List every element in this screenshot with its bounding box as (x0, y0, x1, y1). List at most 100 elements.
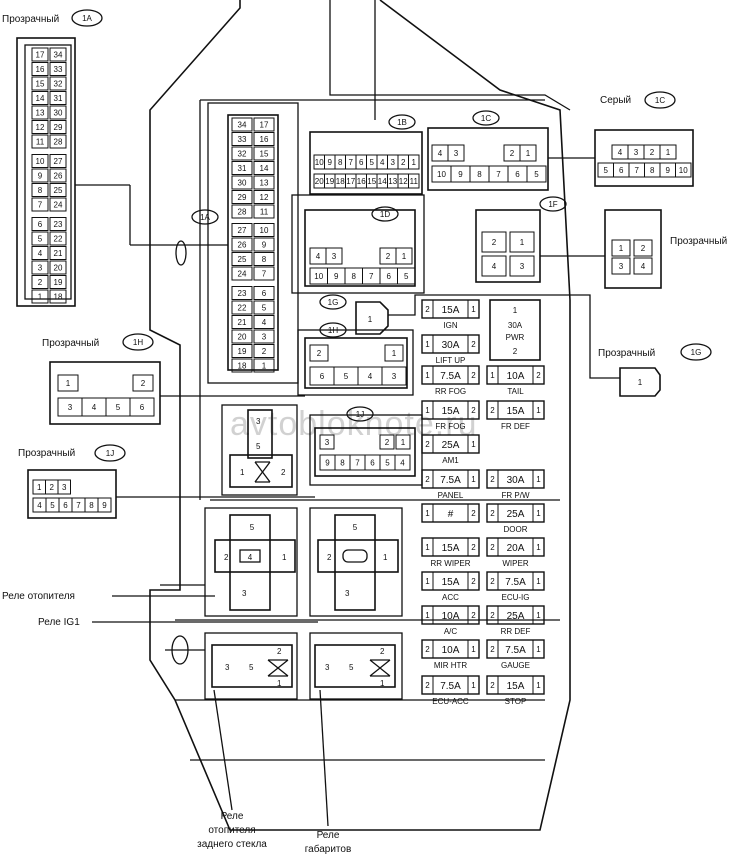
fuse-pin-right-box (467, 365, 480, 385)
fuse-pin-left: 2 (425, 645, 430, 654)
conn-1a-ext-pin-cell (49, 289, 67, 304)
conn-right-title: Прозрачный (670, 236, 727, 247)
relay-small-diode (254, 461, 271, 483)
fuse-pin-right-box (467, 503, 480, 523)
conn-1d-pin: 7 (369, 272, 374, 281)
housing-hole-2 (175, 240, 187, 266)
conn-1d-pin: 9 (334, 272, 339, 281)
conn-1a-ext-pin-cell (49, 260, 67, 275)
conn-1j-box-pin: 7 (355, 459, 360, 468)
conn-1a-ext-pin-cell (49, 197, 67, 212)
conn-1a-box-pin: 5 (262, 304, 267, 313)
conn-1a-ext-pin-cell (31, 260, 49, 275)
relay-heater-core (239, 549, 261, 563)
conn-g-code-badge: 1G (680, 343, 712, 361)
conn-1b-pin: 6 (359, 158, 364, 167)
fuse-name: TAIL (507, 387, 524, 396)
relay-ig1-pin-1: 1 (383, 553, 388, 562)
conn-1j-ext-pin: 4 (37, 501, 42, 510)
conn-1h-box-pin-cell (381, 366, 407, 386)
conn-1j-box-pin-cell (379, 434, 395, 450)
relay-ig1-core (342, 549, 368, 563)
connector-1f (475, 209, 541, 283)
conn-1a-box-pin: 21 (238, 318, 247, 327)
conn-1a-box-pin-cell (231, 161, 253, 175)
conn-1f-pin: 1 (520, 238, 525, 247)
fuse-pin-right-box (532, 365, 545, 385)
conn-1a-box-pin: 17 (260, 121, 269, 130)
relay-tail-pin-1: 1 (380, 679, 385, 688)
fuse-rating: 15A (442, 406, 460, 417)
fuse-pin-left-box (421, 605, 434, 625)
conn-1j-ext-pin: 1 (37, 483, 42, 492)
conn-1a-box-pin: 3 (262, 333, 267, 342)
conn-1h-ext-pin: 2 (141, 379, 146, 388)
relay-small-pin-1: 1 (240, 468, 245, 477)
conn-1a-ext-pin-cell (49, 47, 67, 62)
conn-1j-ext-pin-cell (57, 479, 71, 495)
fuse-pin-left-box (486, 365, 499, 385)
fuse-pin-right-box (532, 675, 545, 695)
conn-1c-box-pin-cell (447, 144, 465, 162)
relay-tail-frame (309, 632, 403, 700)
conn-1j-ext-pin: 3 (62, 483, 67, 492)
fuse-box-top-rib (329, 0, 571, 111)
connector-1h (304, 337, 408, 389)
conn-1j-ext-pin: 2 (50, 483, 55, 492)
conn-1b-pin: 7 (349, 158, 354, 167)
conn-1a-box-pin-cell (253, 286, 275, 300)
connector-1h-external (49, 361, 161, 425)
fuse-name: PANEL (438, 491, 464, 500)
conn-1a-box-pin: 31 (238, 164, 247, 173)
fuse-rating: 10A (442, 645, 460, 656)
conn-1a-ext-pin: 3 (38, 264, 43, 273)
fuse-rating: 7.5A (505, 577, 526, 588)
conn-h-code-badge: 1H (122, 333, 154, 351)
conn-1a-ext-pin: 2 (38, 278, 43, 287)
fuse-pin-right-box (467, 334, 480, 354)
fuse-rating: 25A (442, 440, 460, 451)
conn-1a-box-pin: 24 (238, 270, 247, 279)
conn-1b-pin: 10 (315, 158, 324, 167)
fuse-pin-left: 1 (490, 371, 495, 380)
relay-tail-diode (369, 659, 391, 677)
conn-1a-ext-pin-cell (49, 134, 67, 149)
fuse-pin-left-box (421, 537, 434, 557)
conn-1a-ext-pin: 20 (54, 264, 63, 273)
conn-1a-ext-pin: 17 (36, 51, 45, 60)
conn-1b-pin: 18 (336, 177, 345, 186)
conn-1a-ext-pin-cell (49, 246, 67, 260)
fuse-rating: 7.5A (505, 645, 526, 656)
conn-c-code: 1C (655, 96, 665, 105)
pwr-relay-pin-2: 2 (513, 347, 518, 356)
conn-1h-box-pin: 1 (392, 349, 397, 358)
conn-1a-ext-pin: 19 (54, 278, 63, 287)
fuse-name: RR FOG (435, 387, 466, 396)
conn-1a-box-pin-cell (231, 286, 253, 300)
conn-1a-ext-pin-cell (31, 134, 49, 149)
fuse-pin-left-box (421, 299, 434, 319)
conn-1c-ext-pin: 10 (679, 166, 688, 175)
fuse-pin-right: 2 (471, 406, 476, 415)
conn-1a-ext-pin: 32 (54, 80, 63, 89)
fuse-rating: 7.5A (440, 475, 461, 486)
fuse-pin-left-box (486, 503, 499, 523)
connector-1j (314, 427, 416, 477)
conn-h-code: 1H (133, 338, 143, 347)
connector-1d (304, 209, 416, 287)
conn-1a-ext-pin: 24 (54, 201, 63, 210)
conn-1a-ext-pin-cell (49, 91, 67, 105)
label-relay-heater: Реле отопителя (2, 591, 75, 602)
conn-1a-box-pin-cell (231, 237, 253, 252)
fuse-name: RR WIPER (431, 559, 471, 568)
fuse-pin-right-box (467, 469, 480, 489)
conn-1a-ext-pin-cell (31, 168, 49, 183)
